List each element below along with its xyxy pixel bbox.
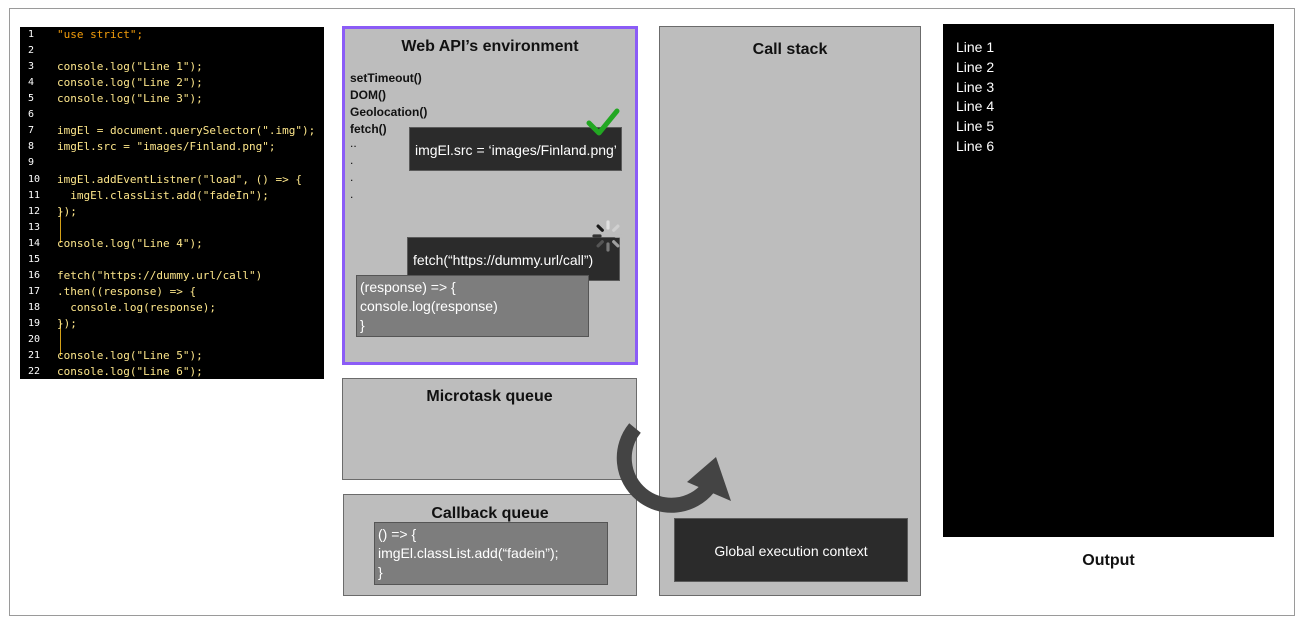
api-item: setTimeout() xyxy=(350,71,422,85)
ellipsis-dot: .. xyxy=(350,136,357,150)
output-line: Line 5 xyxy=(956,118,995,134)
microtask-queue: Microtask queue xyxy=(342,378,637,480)
ellipsis-dot: . xyxy=(350,170,354,184)
diagram-frame xyxy=(9,8,1295,616)
output-label: Output xyxy=(1082,552,1135,569)
loading-spinner-icon xyxy=(592,220,624,252)
api-item: DOM() xyxy=(350,88,386,102)
ellipsis-dot: . xyxy=(350,187,354,201)
indent-guide xyxy=(60,321,61,356)
web-api-list: setTimeout() DOM() Geolocation() fetch() xyxy=(350,70,427,138)
event-loop-arrow-icon xyxy=(616,423,731,513)
callback-line: console.log(response) xyxy=(360,298,498,314)
callback-queue-item: () => { imgEl.classList.add(“fadein”); } xyxy=(374,522,608,585)
code-line: 15 xyxy=(28,254,41,265)
output-line: Line 2 xyxy=(956,59,995,75)
output-line: Line 1 xyxy=(956,39,995,55)
then-callback-box: (response) => { console.log(response) } xyxy=(356,275,589,337)
callback-line: () => { xyxy=(378,526,417,542)
web-api-title: Web API’s environment xyxy=(401,38,579,55)
api-item: Geolocation() xyxy=(350,105,428,119)
code-line: 19}); xyxy=(28,317,77,330)
callback-line: (response) => { xyxy=(360,279,456,295)
callback-queue-title: Callback queue xyxy=(431,505,549,522)
code-line: 2 xyxy=(28,45,35,56)
code-line: 6 xyxy=(28,109,35,120)
api-item: fetch() xyxy=(350,122,387,136)
indent-guide xyxy=(60,208,61,243)
code-line: 1"use strict"; xyxy=(28,28,144,41)
ellipsis-dot: . xyxy=(350,153,354,167)
fetch-task: fetch(“https://dummy.url/call”) xyxy=(407,237,620,281)
output-line: Line 3 xyxy=(956,79,995,95)
output-console: Line 1 Line 2 Line 3 Line 4 Line 5 Line … xyxy=(943,24,1274,537)
code-line: 11 imgEl.classList.add("fadeIn"); xyxy=(28,189,269,202)
checkmark-icon xyxy=(586,108,620,136)
code-line: 17.then((response) => { xyxy=(28,285,197,298)
code-line: 9 xyxy=(28,157,35,168)
img-src-task: imgEl.src = ‘images/Finland.png’ xyxy=(409,127,622,171)
output-line: Line 4 xyxy=(956,98,995,114)
call-stack-title: Call stack xyxy=(752,41,828,58)
callback-line: imgEl.classList.add(“fadein”); xyxy=(378,545,559,561)
output-line: Line 6 xyxy=(956,138,995,154)
code-line: 18 console.log(response); xyxy=(28,301,216,314)
code-line: 12}); xyxy=(28,205,77,218)
callback-line: } xyxy=(360,317,365,333)
global-execution-context: Global execution context xyxy=(674,518,908,582)
callback-line: } xyxy=(378,564,383,580)
microtask-queue-title: Microtask queue xyxy=(426,388,553,405)
code-line: 20 xyxy=(28,334,41,345)
code-line: 13 xyxy=(28,222,41,233)
